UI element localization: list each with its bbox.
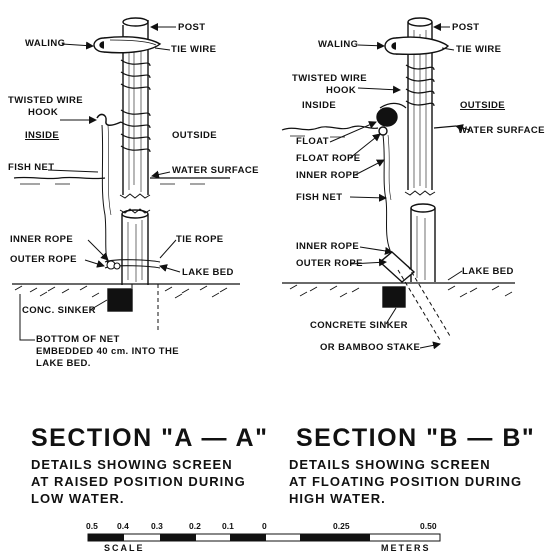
fish-net-a (101, 124, 109, 266)
scale-tick-1: 0.4 (117, 521, 129, 531)
label-fish-net-a: FISH NET (8, 162, 55, 173)
label-tie-wire-b: TIE WIRE (456, 44, 502, 55)
concrete-sinker-b (382, 286, 406, 308)
label-outside-a: OUTSIDE (172, 130, 218, 141)
waling-a (93, 36, 162, 54)
label-bottom-note-3-a: LAKE BED. (36, 358, 91, 369)
section-title-a: SECTION "A — A" (31, 424, 269, 452)
label-inside-b: INSIDE (302, 100, 337, 111)
label-lake-bed-a: LAKE BED (182, 267, 234, 278)
label-float-b: FLOAT (296, 136, 329, 147)
figure-b-drawing (281, 17, 515, 341)
label-bottom-note-2-a: EMBEDDED 40 cm. INTO THE (36, 346, 179, 357)
scale-tick-0: 0.5 (86, 521, 98, 531)
figure-a-drawing (12, 17, 240, 341)
label-fish-net-b: FISH NET (296, 192, 343, 203)
scale-tick-2: 0.3 (151, 521, 163, 531)
scale-tick-3: 0.2 (189, 521, 201, 531)
stake-b (378, 251, 451, 341)
label-outer-rope-a: OUTER ROPE (10, 254, 77, 265)
scale-bar (87, 533, 441, 542)
label-post-a: POST (178, 22, 206, 33)
section-description-a: DETAILS SHOWING SCREEN AT RAISED POSITIO… (31, 457, 246, 506)
label-outer-rope-b: OUTER ROPE (296, 258, 363, 269)
concrete-sinker-a (107, 288, 133, 312)
post-lower-a (121, 209, 149, 285)
scale-tick-5: 0 (262, 521, 267, 531)
label-lake-bed-b: LAKE BED (462, 266, 514, 277)
scale-tick-7: 0.50 (420, 521, 437, 531)
label-waling-b: WALING (318, 39, 359, 50)
label-hook-a: HOOK (28, 107, 59, 118)
water-surface-b (281, 125, 379, 131)
label-twisted-wire-a: TWISTED WIRE (8, 95, 83, 106)
label-hook-b: HOOK (326, 85, 357, 96)
label-waling-a: WALING (25, 38, 66, 49)
twisted-wire-hook-a (96, 113, 122, 126)
water-surface-a (13, 176, 230, 180)
float-b (376, 107, 398, 136)
label-bottom-note-1-a: BOTTOM OF NET (36, 334, 120, 345)
label-tie-rope-a: TIE ROPE (176, 234, 224, 245)
label-bamboo-stake-b: OR BAMBOO STAKE (320, 342, 421, 353)
tie-wire-a (120, 59, 151, 153)
label-conc-sinker-a: CONC. SINKER (22, 305, 96, 316)
label-inner-rope-a: INNER ROPE (10, 234, 74, 245)
tie-wire-b (405, 64, 435, 107)
label-tie-wire-a: TIE WIRE (171, 44, 217, 55)
ropes-a (104, 259, 161, 270)
waling-b (384, 36, 450, 55)
post-lower-b (410, 203, 436, 282)
section-title-b: SECTION "B — B" (296, 424, 536, 452)
scale-label-right: METERS (381, 543, 431, 553)
scale-tick-6: 0.25 (333, 521, 350, 531)
label-concrete-sinker-b: CONCRETE SINKER (310, 320, 408, 331)
label-float-rope-b: FLOAT ROPE (296, 153, 361, 164)
label-inner-rope-2-b: INNER ROPE (296, 241, 360, 252)
section-description-b: DETAILS SHOWING SCREEN AT FLOATING POSIT… (289, 457, 523, 506)
label-water-surface-a: WATER SURFACE (172, 165, 259, 176)
label-inside-a: INSIDE (25, 130, 60, 141)
lake-bed-b (282, 282, 515, 298)
lake-bed-a (12, 283, 240, 299)
label-inner-rope-b: INNER ROPE (296, 170, 360, 181)
scale-label-left: SCALE (104, 543, 145, 553)
label-water-surface-b: WATER SURFACE (458, 125, 545, 136)
label-twisted-wire-b: TWISTED WIRE (292, 73, 367, 84)
scale-tick-4: 0.1 (222, 521, 234, 531)
label-outside-b: OUTSIDE (460, 100, 506, 111)
label-post-b: POST (452, 22, 480, 33)
